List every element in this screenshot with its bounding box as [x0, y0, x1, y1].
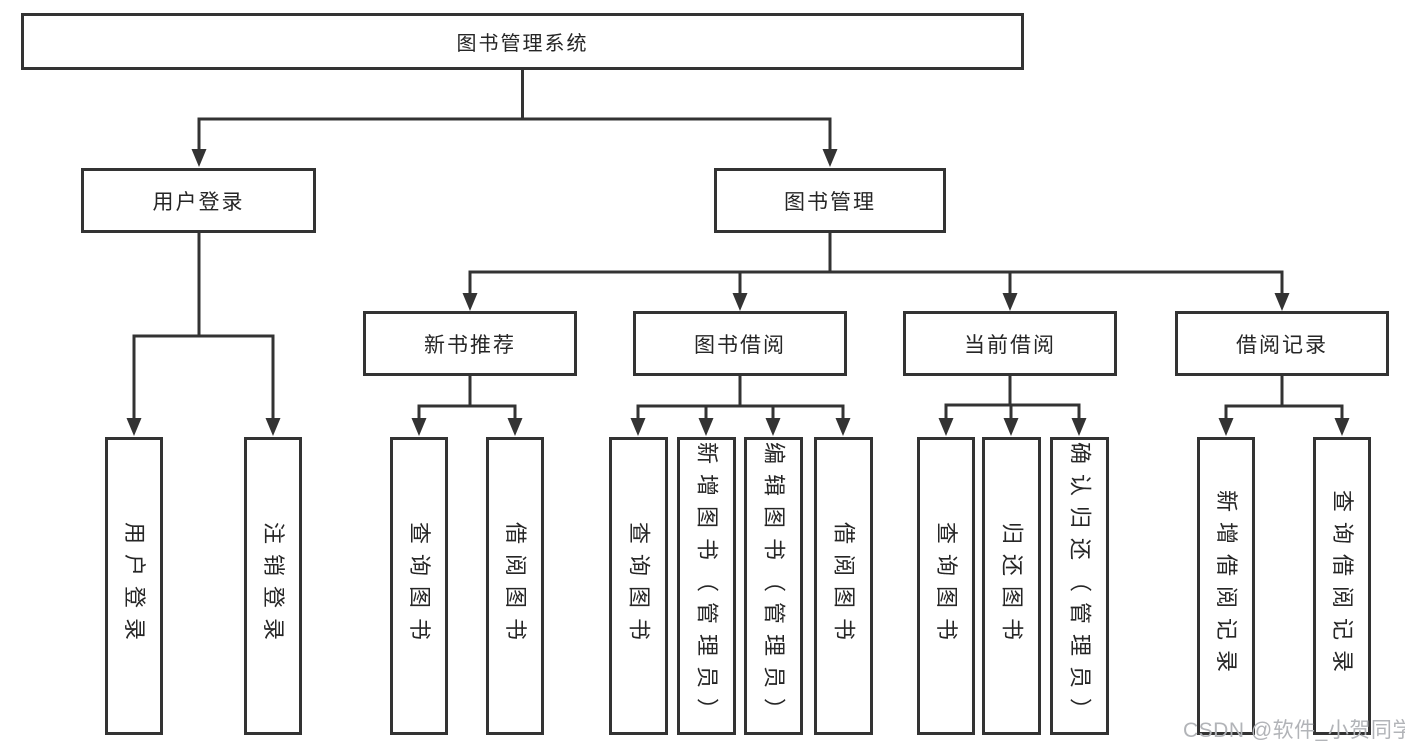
- node-label: 借阅图书: [503, 521, 529, 650]
- leaf-newbook-borrow-books: 借阅图书: [486, 437, 544, 735]
- node-label: 当前借阅: [964, 333, 1056, 357]
- node-borrow-records: 借阅记录: [1175, 311, 1389, 376]
- leaf-borrow-add-books-admin: 新增图书（管理员）: [677, 437, 736, 735]
- node-label: 新增图书（管理员）: [694, 441, 720, 730]
- node-label: 用户登录: [152, 190, 245, 214]
- leaf-logout: 注销登录: [244, 437, 302, 735]
- node-label: 编辑图书（管理员）: [761, 441, 787, 730]
- node-library-system: 图书管理系统: [21, 13, 1024, 70]
- node-new-book-recommend: 新书推荐: [363, 311, 577, 376]
- node-label: 查询图书: [934, 521, 960, 650]
- leaf-current-confirm-return-admin: 确认归还（管理员）: [1050, 437, 1109, 735]
- node-label: 查询图书: [407, 521, 433, 650]
- node-current-borrow: 当前借阅: [903, 311, 1117, 376]
- node-label: 借阅记录: [1236, 333, 1328, 357]
- node-label: 用户登录: [122, 521, 148, 650]
- leaf-records-add-record: 新增借阅记录: [1197, 437, 1255, 735]
- node-book-management: 图书管理: [714, 168, 946, 233]
- leaf-current-return-books: 归还图书: [982, 437, 1041, 735]
- node-label: 新书推荐: [424, 333, 516, 357]
- node-label: 注销登录: [261, 521, 287, 650]
- leaf-borrow-query-books: 查询图书: [609, 437, 668, 735]
- leaf-user-login: 用户登录: [105, 437, 163, 735]
- leaf-borrow-edit-books-admin: 编辑图书（管理员）: [744, 437, 803, 735]
- node-book-borrow: 图书借阅: [633, 311, 847, 376]
- node-label: 图书管理: [784, 190, 876, 214]
- node-label: 图书管理系统: [456, 33, 589, 55]
- leaf-records-query-record: 查询借阅记录: [1313, 437, 1371, 735]
- node-user-login: 用户登录: [81, 168, 316, 233]
- node-label: 归还图书: [999, 521, 1025, 650]
- node-label: 查询图书: [626, 521, 652, 650]
- leaf-newbook-query-books: 查询图书: [390, 437, 448, 735]
- leaf-current-query-books: 查询图书: [917, 437, 975, 735]
- node-label: 借阅图书: [831, 521, 857, 650]
- watermark-text: CSDN @软件_小贺同学: [1183, 719, 1405, 742]
- node-label: 查询借阅记录: [1330, 489, 1356, 682]
- leaf-borrow-borrow-books: 借阅图书: [814, 437, 873, 735]
- node-label: 图书借阅: [694, 333, 786, 357]
- node-label: 确认归还（管理员）: [1067, 441, 1093, 730]
- node-label: 新增借阅记录: [1214, 489, 1240, 682]
